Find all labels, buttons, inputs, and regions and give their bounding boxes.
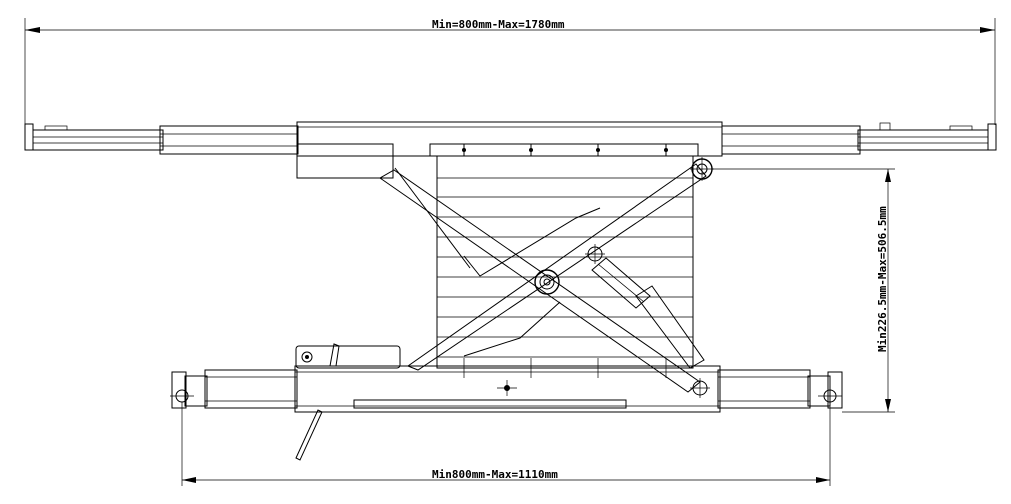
right-dimension-label: Min226.5mm-Max=506.5mm <box>876 206 889 352</box>
pump-handle <box>295 409 323 461</box>
upper-arm-assembly <box>24 121 997 179</box>
hydraulic-cylinder <box>591 257 705 369</box>
right-dimension: Min226.5mm-Max=506.5mm <box>712 168 895 413</box>
base-frame <box>170 343 843 461</box>
bottom-dimension-label: Min800mm-Max=1110mm <box>432 468 558 481</box>
pump-housing <box>295 343 401 369</box>
top-dimension-label: Min=800mm-Max=1780mm <box>432 18 565 31</box>
top-plate-bolts <box>462 144 668 156</box>
center-pivot-icon <box>534 269 560 295</box>
scissor-body <box>379 155 714 398</box>
bottom-dimension: Min800mm-Max=1110mm <box>181 402 831 486</box>
top-dimension: Min=800mm-Max=1780mm <box>24 18 996 125</box>
